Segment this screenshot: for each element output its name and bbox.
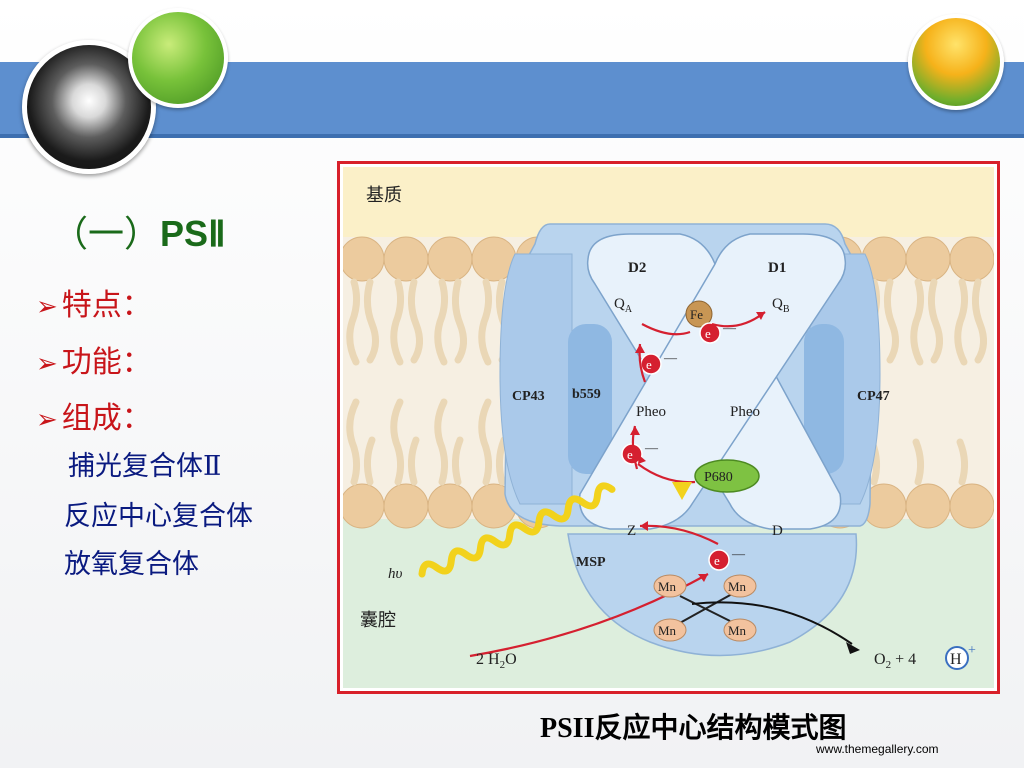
electron-1: e — [699,320,737,344]
proton-plus: + [968,643,976,658]
svg-text:—: — [731,546,746,561]
svg-text:e: e [714,553,720,568]
water-label: 2 H2O [476,651,517,671]
title-prefix: （一） [52,213,161,254]
qa-label: QA [614,296,633,315]
bullet-arrow-icon: ➢ [36,405,58,435]
electron-3: e — [621,440,659,465]
proton-circle [945,646,969,670]
svg-text:Mn: Mn [728,579,747,594]
p680-pigment [694,459,760,493]
products-label: O2 + 4 [874,651,916,671]
proton-label: H [950,651,962,668]
svg-text:e: e [705,326,711,341]
bullet-label: 特点： [61,288,152,323]
green-orb [128,8,228,108]
title-main: PSⅡ [160,213,226,254]
bullet-composition: ➢组成： [36,393,152,437]
svg-text:Mn: Mn [658,623,677,638]
bullet-label: 组成： [61,401,152,436]
oxygen-release-arrow [691,601,853,645]
b559-label: b559 [572,387,601,402]
footer-url: www.themegallery.com [816,742,939,756]
svg-text:e: e [627,447,633,462]
cp43-label: CP43 [512,389,545,404]
p680-label: P680 [704,470,733,485]
msp-protein [567,533,858,657]
svg-text:—: — [663,350,678,365]
bullet-features: ➢特点： [36,280,152,324]
hv-label: hυ [388,566,403,582]
svg-text:Mn: Mn [658,579,677,594]
cp47-label: CP47 [857,389,890,404]
d1-subunit [578,233,847,530]
fe-atom [685,300,713,328]
electron-2: e — [640,350,678,375]
header-band-shadow [0,134,1024,138]
lumen-label: 囊腔 [360,610,396,630]
psii-diagram: 基质 囊腔 D2 D1 CP43 b559 CP47 Pheo Pheo Z D… [343,167,994,688]
component-oec: 放氧复合体 [64,549,199,580]
bullet-function: ➢功能： [36,337,152,381]
pheo-left-label: Pheo [636,404,666,420]
d2-label: D2 [628,260,646,276]
slide-title: （一）PSⅡ [52,205,226,257]
d-label: D [772,523,783,539]
electron-4: e — [708,546,746,571]
diagram-frame: 基质 囊腔 D2 D1 CP43 b559 CP47 Pheo Pheo Z D… [337,161,1000,694]
mn-cluster: Mn Mn Mn Mn [653,574,757,642]
stroma-label: 基质 [366,185,402,205]
svg-text:—: — [644,440,659,455]
svg-text:Mn: Mn [728,623,747,638]
arrow-heads [630,312,765,582]
z-label: Z [627,523,636,539]
bullet-arrow-icon: ➢ [36,292,58,322]
component-lhcii: 捕光复合体Ⅱ [68,451,222,482]
component-reaction-center: 反应中心复合体 [64,501,253,532]
right-inner-strip [804,324,844,474]
cp43-subunit [499,253,573,505]
light-wave [418,482,616,578]
qb-label: QB [772,296,790,315]
msp-label: MSP [576,555,606,570]
svg-text:e: e [646,357,652,372]
light-wave-head [672,482,692,500]
bullet-label: 功能： [61,345,152,380]
fe-label: Fe [690,307,703,322]
pheo-right-label: Pheo [730,404,760,420]
cyt-b559 [568,324,612,474]
oxygen-arrow-head [846,642,860,654]
svg-text:—: — [722,320,737,335]
bullet-arrow-icon: ➢ [36,349,58,379]
d1-label: D1 [768,260,786,276]
flower-photo-orb [908,14,1004,110]
diagram-caption: PSII反应中心结构模式图 [540,713,847,744]
